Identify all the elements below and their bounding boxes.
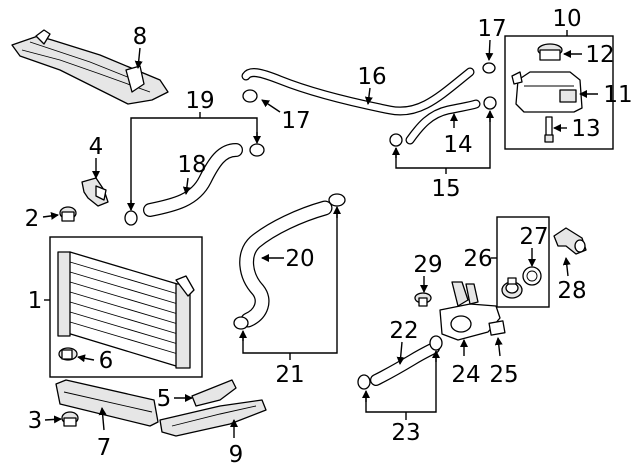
grommet-part[interactable] <box>59 206 77 222</box>
surge-tank-hose-part[interactable] <box>405 99 481 145</box>
outlet-part[interactable] <box>553 227 587 255</box>
thermostat-part[interactable] <box>501 277 523 299</box>
lower-shield-part[interactable] <box>159 399 267 437</box>
callout-8: 8 <box>133 24 148 50</box>
callout-11: 11 <box>603 82 632 108</box>
callout-26: 26 <box>463 246 492 272</box>
upper-radiator-hose-part[interactable] <box>143 143 243 217</box>
surge-tank-frame <box>504 35 614 150</box>
lower-grommet-part[interactable] <box>61 411 79 427</box>
callout-16: 16 <box>357 64 386 90</box>
callout-22: 22 <box>389 318 418 344</box>
bleeder-screw-part[interactable] <box>414 292 432 307</box>
o-ring-part[interactable] <box>357 335 443 390</box>
callout-3: 3 <box>28 408 43 434</box>
callout-28: 28 <box>557 278 586 304</box>
surge-tank-part[interactable] <box>511 71 583 113</box>
callout-27: 27 <box>519 224 548 250</box>
radiator-part[interactable] <box>57 251 195 369</box>
callout-21: 21 <box>275 362 304 388</box>
callout-6: 6 <box>99 348 114 374</box>
callout-20: 20 <box>285 246 314 272</box>
gasket-part[interactable] <box>488 320 506 336</box>
hose-clamp[interactable] <box>242 62 496 103</box>
hose-clamp[interactable] <box>389 96 497 147</box>
bracket-part[interactable] <box>81 177 109 207</box>
thermostat-frame <box>496 216 550 308</box>
callout-17-top: 17 <box>477 16 506 42</box>
hose-clamp[interactable] <box>124 143 265 226</box>
deflector-part[interactable] <box>191 379 237 407</box>
lower-air-baffle-part[interactable] <box>55 379 159 427</box>
callout-15: 15 <box>431 176 460 202</box>
callout-18: 18 <box>177 152 206 178</box>
callout-19: 19 <box>185 88 214 114</box>
callout-9: 9 <box>229 442 244 468</box>
callout-1: 1 <box>28 288 43 314</box>
upper-air-baffle-part[interactable] <box>11 29 169 105</box>
callout-12: 12 <box>585 42 614 68</box>
bypass-hose-part[interactable] <box>241 67 475 116</box>
lower-radiator-hose-part[interactable] <box>239 200 333 328</box>
callout-5: 5 <box>157 386 172 412</box>
radiator-frame <box>49 236 203 378</box>
leader-lines <box>42 30 598 438</box>
callout-labels: 8 4 2 1 6 3 7 5 9 19 18 20 21 17 16 17 1… <box>25 6 633 468</box>
thermostat-seal-part[interactable] <box>522 266 542 286</box>
coolant-pipe-part[interactable] <box>370 342 440 386</box>
callout-13: 13 <box>571 116 600 142</box>
callout-24: 24 <box>451 362 480 388</box>
callout-4: 4 <box>89 134 104 160</box>
water-outlet-housing-part[interactable] <box>439 281 501 341</box>
callout-25: 25 <box>489 362 518 388</box>
level-sensor-part[interactable] <box>544 116 554 143</box>
callout-14: 14 <box>443 132 472 158</box>
callout-29: 29 <box>413 252 442 278</box>
callout-23: 23 <box>391 420 420 446</box>
callout-17-left: 17 <box>281 108 310 134</box>
surge-tank-cap-part[interactable] <box>537 43 563 61</box>
callout-7: 7 <box>97 435 112 461</box>
callout-2: 2 <box>25 206 40 232</box>
drain-valve-part[interactable] <box>58 347 78 361</box>
callout-10: 10 <box>552 6 581 32</box>
